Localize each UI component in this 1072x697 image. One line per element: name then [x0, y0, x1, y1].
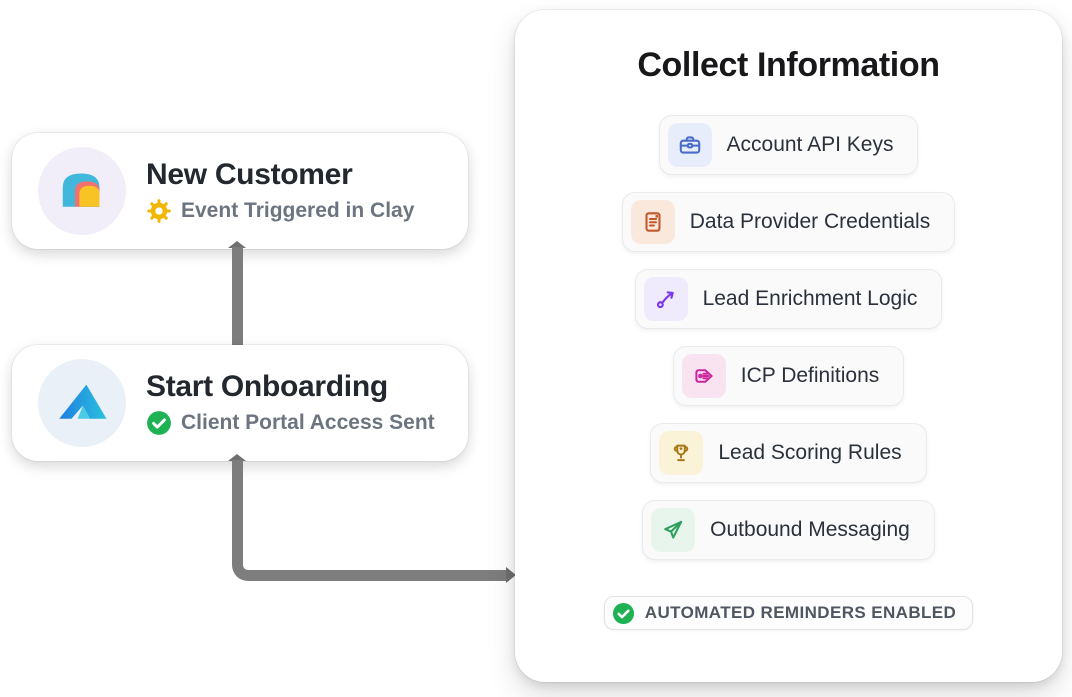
item-data-provider-credentials[interactable]: Data Provider Credentials	[621, 192, 956, 252]
trophy-icon	[659, 431, 704, 475]
item-label: ICP Definitions	[740, 364, 880, 387]
connector-onboarding-to-panel	[232, 460, 509, 581]
item-lead-enrichment-logic[interactable]: Lead Enrichment Logic	[634, 269, 943, 329]
workflow-node-start-onboarding[interactable]: Start Onboarding Client Portal Access Se…	[12, 345, 468, 461]
connector-endpoint	[228, 454, 246, 461]
item-label: Outbound Messaging	[710, 518, 910, 541]
item-icp-definitions[interactable]: ICP Definitions	[672, 346, 905, 406]
briefcase-icon	[667, 123, 712, 167]
paper-plane-icon	[651, 508, 696, 552]
panel-item-list: Account API Keys Data Provider Credentia…	[621, 115, 956, 560]
trend-arrow-icon	[643, 277, 688, 321]
item-label: Data Provider Credentials	[689, 210, 931, 233]
clay-tunnel-logo	[38, 147, 126, 235]
connector-new-customer-to-onboarding	[232, 247, 243, 346]
document-icon	[630, 200, 675, 244]
connector-arrowhead	[506, 567, 516, 583]
item-label: Account API Keys	[726, 133, 894, 156]
check-circle-icon	[146, 410, 172, 436]
node-subtitle: Event Triggered in Clay	[181, 199, 415, 222]
badge-label: AUTOMATED REMINDERS ENABLED	[644, 603, 957, 622]
panel-title: Collect Information	[637, 46, 940, 84]
item-label: Lead Scoring Rules	[718, 441, 902, 464]
node-subtitle: Client Portal Access Sent	[181, 411, 435, 434]
workflow-node-new-customer[interactable]: New Customer	[12, 133, 468, 249]
item-lead-scoring-rules[interactable]: Lead Scoring Rules	[650, 423, 927, 483]
node-title: Start Onboarding	[146, 370, 388, 403]
gear-icon	[146, 198, 172, 224]
item-outbound-messaging[interactable]: Outbound Messaging	[642, 500, 935, 560]
node-title: New Customer	[146, 158, 353, 191]
item-account-api-keys[interactable]: Account API Keys	[658, 115, 919, 175]
collect-information-panel: Collect Information Account API Keys	[515, 10, 1062, 682]
connector-endpoint	[228, 241, 246, 248]
automated-reminders-badge: AUTOMATED REMINDERS ENABLED	[603, 596, 974, 630]
item-label: Lead Enrichment Logic	[702, 287, 918, 310]
mountain-peak-logo	[38, 359, 126, 447]
check-circle-icon	[612, 602, 635, 625]
tag-icon	[681, 354, 726, 398]
